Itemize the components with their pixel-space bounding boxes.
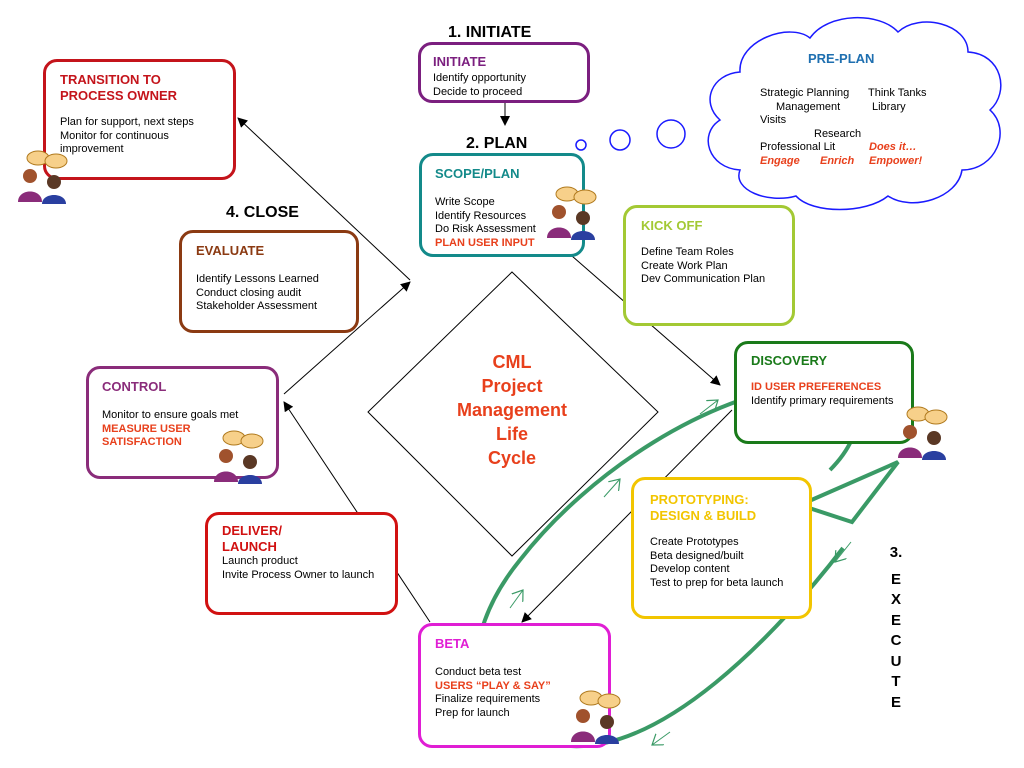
kick-off-box: KICK OFF Define Team Roles Create Work P…	[623, 205, 795, 326]
inner-diamond	[367, 271, 659, 557]
arrow-discovery-to-beta	[521, 409, 733, 623]
preplan-title: PRE-PLAN	[808, 51, 875, 66]
execute-number: 3.	[889, 544, 903, 561]
transition-box: TRANSITION TO PROCESS OWNER Plan for sup…	[43, 59, 236, 180]
phase-label-initiate: 1. INITIATE	[448, 24, 532, 41]
users-discussing-icon	[214, 430, 264, 484]
phase-label-close: 4. CLOSE	[226, 204, 299, 221]
green-arrow-3	[509, 590, 523, 609]
discovery-box: DISCOVERY ID USER PREFERENCES Identify p…	[734, 341, 914, 444]
thought-bubble-large	[656, 119, 686, 149]
thought-bubble-small	[575, 139, 587, 151]
initiate-box: INITIATE Identify opportunity Decide to …	[418, 42, 590, 103]
center-title: CML Project Management Life Cycle	[456, 352, 568, 468]
arrow-control-to-close	[283, 281, 411, 395]
users-discussing-icon	[571, 690, 621, 744]
thought-bubble-medium	[609, 129, 631, 151]
arrow-close-to-transition	[237, 117, 411, 281]
evaluate-box: EVALUATE Identify Lessons Learned Conduc…	[179, 230, 359, 333]
beta-box: BETA Conduct beta test USERS “PLAY & SAY…	[418, 623, 611, 748]
users-discussing-icon	[898, 406, 948, 460]
green-arrow-1	[699, 400, 718, 415]
green-arrow-2	[603, 479, 620, 498]
green-arrow-5	[652, 731, 671, 745]
prototyping-box: PROTOTYPING: DESIGN & BUILD Create Proto…	[631, 477, 812, 619]
green-arrow-4	[835, 541, 852, 562]
users-discussing-icon	[18, 150, 68, 204]
scope-plan-box: SCOPE/PLAN Write Scope Identify Resource…	[419, 153, 585, 257]
phase-label-plan: 2. PLAN	[466, 135, 528, 152]
phase-label-execute: 3. E X E C U T E	[884, 543, 908, 713]
deliver-launch-box: DELIVER/ LAUNCH Launch product Invite Pr…	[205, 512, 398, 615]
users-discussing-icon	[547, 186, 597, 240]
preplan-cloud	[707, 16, 1002, 211]
execute-loop-arrowhead	[794, 460, 900, 525]
